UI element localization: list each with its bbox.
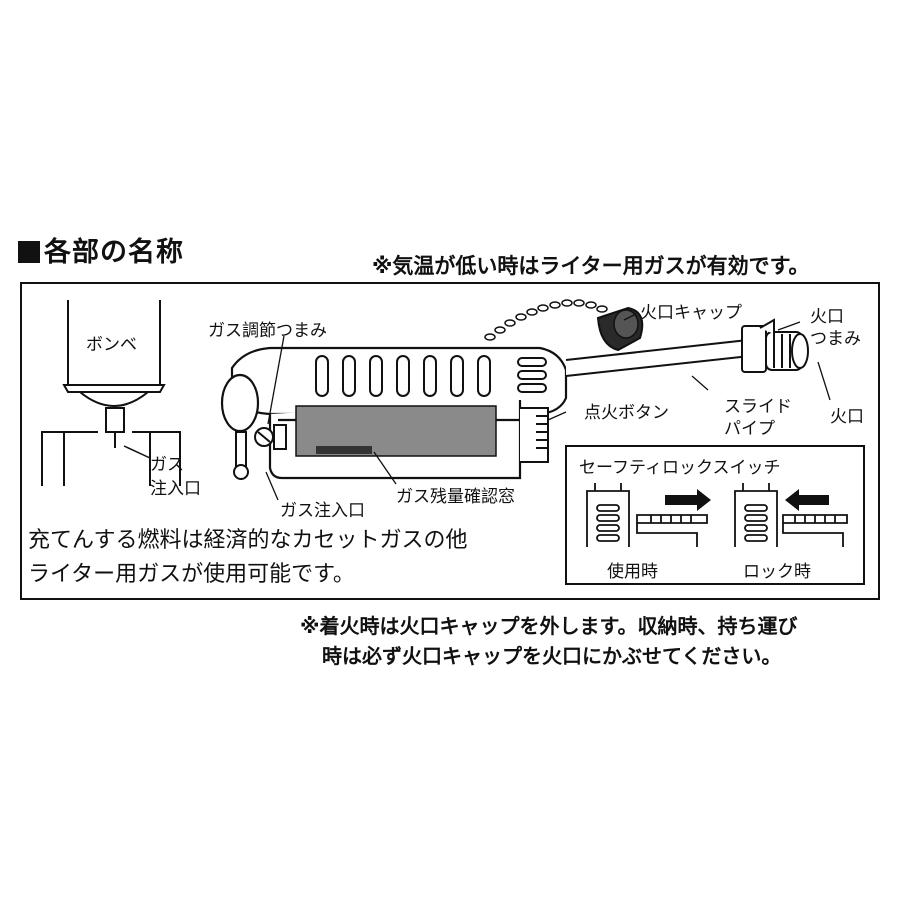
flame-cap-illustration: [596, 306, 644, 352]
gas-inlet-label: ガス注入口: [280, 501, 365, 521]
square-bullet-icon: [18, 241, 40, 263]
temperature-note: ※気温が低い時はライター用ガスが有効です。: [372, 254, 810, 278]
section-title: 各部の名称: [18, 230, 184, 269]
diagram-frame: [20, 282, 880, 600]
gas-inlet-left-label-2: 注入口: [150, 479, 201, 499]
gas-adjust-knob: [254, 424, 287, 450]
fuel-description-line-2: ライター用ガスが使用可能です。: [28, 562, 355, 587]
slide-pipe: [565, 318, 809, 377]
flame-cap-label: 火口キャップ: [640, 303, 742, 323]
slide-direction-arrows: [665, 489, 829, 511]
gas-inlet-left-label-1: ガス: [150, 455, 184, 475]
burner-label: 火口: [830, 407, 864, 427]
locked-label: ロック時: [743, 562, 811, 582]
slide-pipe-label-2: パイプ: [724, 419, 775, 439]
flame-knob-label-2: つまみ: [810, 329, 861, 349]
gas-level-gauge: [316, 446, 372, 454]
grip-ribs: [315, 355, 547, 397]
safety-lock-illustration: [586, 483, 848, 547]
safety-lock-panel: セーフティロックスイッチ 使用時: [565, 445, 865, 585]
gas-adjust-knob-label: ガス調節つまみ: [208, 321, 327, 341]
in-use-label: 使用時: [607, 562, 658, 582]
leader-lines: [265, 313, 831, 501]
cap-note-line-2: 時は必ず火口キャップを火口にかぶせてください。: [322, 644, 782, 668]
fuel-description-line-1: 充てんする燃料は経済的なカセットガスの他: [28, 528, 468, 553]
flame-knob-label-1: 火口: [810, 307, 844, 327]
gas-canister-illustration: [41, 300, 181, 486]
section-title-text: 各部の名称: [44, 237, 184, 268]
cap-chain: [484, 299, 608, 341]
safety-lock-title: セーフティロックスイッチ: [579, 458, 781, 478]
gas-level-window-label: ガス残量確認窓: [396, 487, 515, 507]
ignition-button: [520, 407, 549, 463]
cap-note-line-1: ※着火時は火口キャップを外します。収納時、持ち運び: [300, 614, 798, 638]
canister-label: ボンベ: [86, 335, 137, 355]
ignition-button-label: 点火ボタン: [584, 403, 669, 423]
slide-pipe-label-1: スライド: [724, 397, 792, 417]
gas-inlet: [233, 431, 249, 480]
